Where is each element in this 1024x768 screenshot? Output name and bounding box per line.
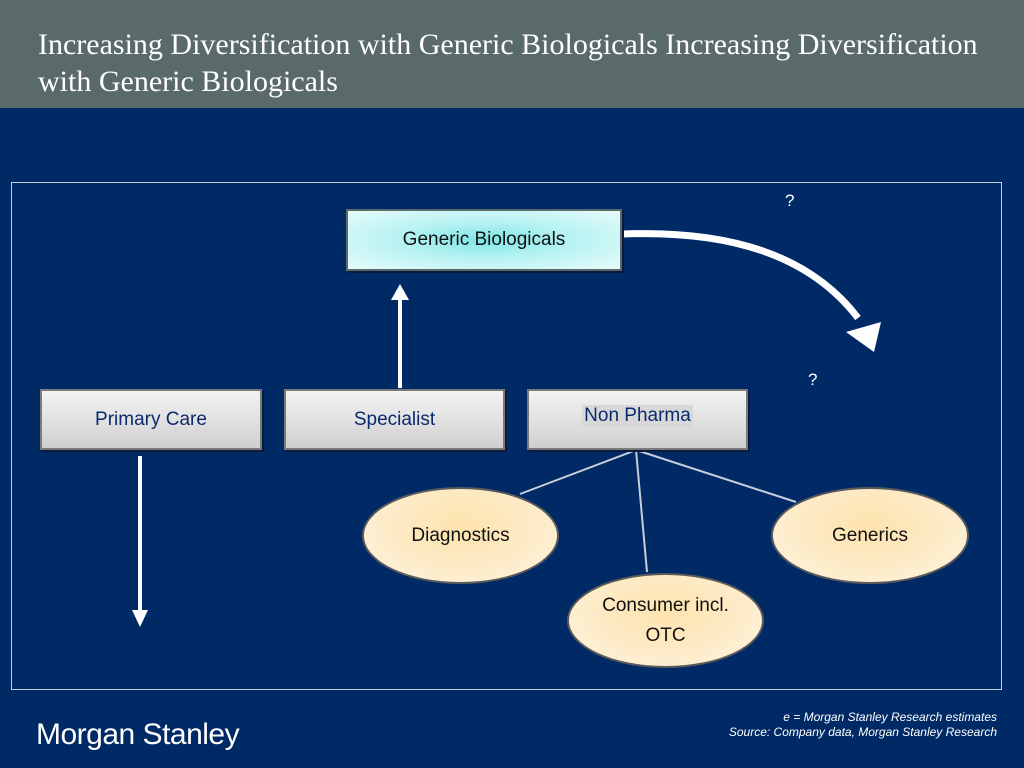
diagram-frame (11, 182, 1002, 690)
footer-note-line1: e = Morgan Stanley Research estimates (783, 710, 997, 724)
generic-biologicals-label: Generic Biologicals (402, 229, 566, 250)
diagnostics-ellipse: Diagnostics (362, 487, 559, 584)
title-bar: Increasing Diversification with Generic … (0, 0, 1024, 108)
morgan-stanley-logo: Morgan Stanley (36, 718, 240, 751)
curved-arrow-head (846, 322, 881, 352)
question-mark-top: ? (785, 191, 795, 210)
generic-biologicals-box: Generic Biologicals (346, 209, 622, 271)
diagnostics-label: Diagnostics (411, 524, 510, 546)
generics-label: Generics (831, 524, 909, 546)
footer-note: e = Morgan Stanley Research estimates So… (729, 710, 997, 740)
connector-generics (635, 449, 797, 503)
consumer-label-line1: Consumer incl. (602, 594, 729, 616)
consumer-label-line2: OTC (645, 624, 686, 646)
primary-care-box: Primary Care (40, 389, 262, 450)
non-pharma-label: Non Pharma (582, 405, 693, 427)
connector-consumer (635, 449, 648, 573)
specialist-label: Specialist (353, 408, 436, 430)
slide-title: Increasing Diversification with Generic … (38, 28, 978, 98)
arrow-primary-down-head (132, 610, 148, 627)
footer-note-line2: Source: Company data, Morgan Stanley Res… (728, 725, 997, 739)
curved-arrow (622, 230, 861, 321)
arrow-specialist-up-head (391, 284, 409, 300)
question-mark-bottom: ? (808, 370, 818, 389)
primary-care-label: Primary Care (95, 408, 207, 430)
generics-ellipse: Generics (771, 487, 969, 584)
non-pharma-box: Non Pharma (527, 389, 748, 450)
specialist-box: Specialist (284, 389, 505, 450)
consumer-otc-ellipse: Consumer incl. OTC (567, 573, 764, 668)
connector-diagnostics (519, 449, 637, 495)
